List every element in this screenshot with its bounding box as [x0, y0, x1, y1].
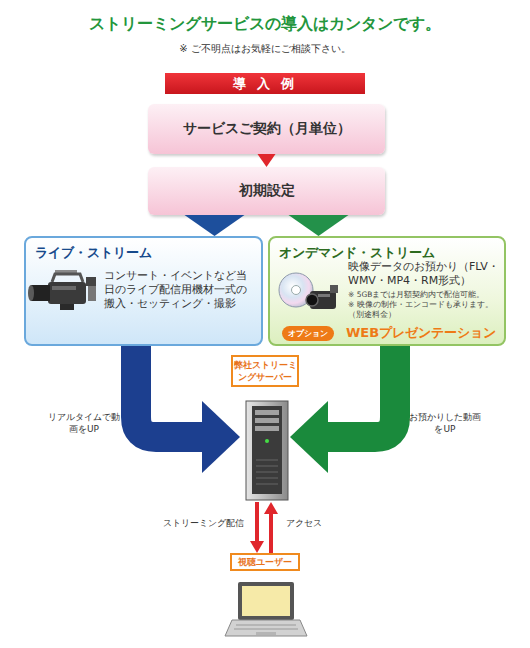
edge-label: ストリーミング配信: [130, 517, 244, 529]
heading-band: 導 入 例: [165, 73, 365, 94]
server-vent: [256, 484, 278, 485]
laptop-screen-frame: [238, 582, 294, 620]
badge-text: オプション: [288, 326, 328, 341]
edge-label: アクセス: [286, 517, 356, 529]
service-box: オンデマンド・ストリーム映像データのお預かり（FLV・WMV・MP4・RM形式）…: [268, 236, 506, 346]
server-label: 弊社ストリーミングサーバー: [231, 355, 299, 387]
server-bay: [255, 426, 279, 431]
camera-lens-front: [28, 285, 34, 301]
flow-arrow: [289, 215, 349, 236]
box-text: 初期設定: [239, 182, 295, 200]
band-text: 導 入 例: [165, 73, 365, 94]
arrow-head: [202, 401, 240, 473]
camcorder-lens: [306, 294, 318, 306]
camera-handle: [52, 274, 83, 282]
camera-lens: [31, 285, 50, 301]
box-note: ※ 映像の制作・エンコードも承ります。（別途料金）: [348, 300, 504, 320]
camera-grip: [60, 304, 74, 310]
user-label: 視聴ユーザー: [230, 553, 300, 571]
server-case: [246, 401, 288, 500]
flow-arrow: [258, 154, 276, 167]
box-body: 映像データのお預かり（FLV・WMV・MP4・RM形式）: [348, 260, 502, 288]
arrow-head: [264, 502, 278, 514]
arrow-head: [290, 401, 328, 473]
diagram-title: ストリーミングサービスの導入はカンタンです。: [0, 14, 530, 35]
arrow-head: [258, 154, 276, 167]
flow-arrow: [136, 346, 240, 473]
process-box: 初期設定: [148, 167, 385, 215]
server-light: [265, 439, 269, 443]
flow-arrow: [185, 215, 245, 236]
laptop-touchpad: [256, 632, 276, 635]
camera-battery: [88, 286, 96, 301]
disc-and-camcorder: [279, 273, 338, 309]
arrow-shaft: [255, 502, 259, 541]
server-vent: [256, 466, 278, 467]
camcorder-body: [310, 291, 336, 309]
process-box: サービスご契約（月単位）: [148, 104, 385, 154]
camcorder-highlight: [318, 294, 330, 297]
option-title: WEBプレゼンテーション: [346, 324, 496, 342]
box-text: サービスご契約（月単位）: [183, 120, 351, 138]
camera-viewfinder: [86, 277, 96, 286]
flow-arrow: [264, 502, 278, 553]
arrow-shaft: [327, 346, 395, 437]
flow-arrow: [290, 346, 395, 473]
camera-mic: [55, 270, 77, 274]
arrow-shaft: [269, 514, 273, 553]
laptop: [225, 582, 307, 636]
arrow-head: [289, 215, 349, 236]
server-node: 弊社ストリーミングサーバー: [240, 355, 290, 502]
arrow-head: [185, 215, 245, 236]
laptop-base: [225, 620, 307, 636]
server-vent: [256, 472, 278, 473]
service-box: ライブ・ストリームコンサート・イベントなど当日のライブ配信用機材一式の搬入・セッ…: [24, 236, 263, 346]
note-label: ※ ご不明点はお気軽にご相談下さい。: [0, 42, 530, 56]
flow-arrow: [250, 502, 264, 553]
server-bay: [255, 410, 279, 415]
disc: [279, 273, 313, 307]
server-bay: [255, 418, 279, 423]
laptop-screen: [242, 586, 290, 616]
box-heading: オンデマンド・ストリーム: [279, 244, 435, 262]
camera-highlight: [52, 286, 76, 290]
disc-hole: [292, 286, 301, 295]
server-vent: [256, 460, 278, 461]
user-node: 視聴ユーザー: [230, 553, 300, 643]
box-note: ※ 5GBまでは月額契約内で配信可能。: [348, 290, 504, 300]
server-front: [252, 406, 282, 494]
camcorder-viewfinder: [330, 285, 338, 293]
laptop-keys: [236, 625, 296, 626]
camera-body: [48, 282, 86, 304]
arrow-head: [250, 541, 264, 553]
laptop-keys: [234, 629, 298, 630]
edge-label: お預かりした動画をUP: [408, 411, 482, 435]
server-vent: [256, 478, 278, 479]
option-badge: オプション: [282, 326, 334, 341]
box-body: コンサート・イベントなど当日のライブ配信用機材一式の搬入・セッティング・撮影: [104, 268, 256, 310]
box-heading: ライブ・ストリーム: [35, 244, 152, 262]
edge-label: リアルタイムで動画をUP: [44, 411, 124, 435]
arrow-shaft: [136, 346, 203, 437]
video-camera: [28, 270, 96, 310]
server-tower: [246, 401, 288, 500]
